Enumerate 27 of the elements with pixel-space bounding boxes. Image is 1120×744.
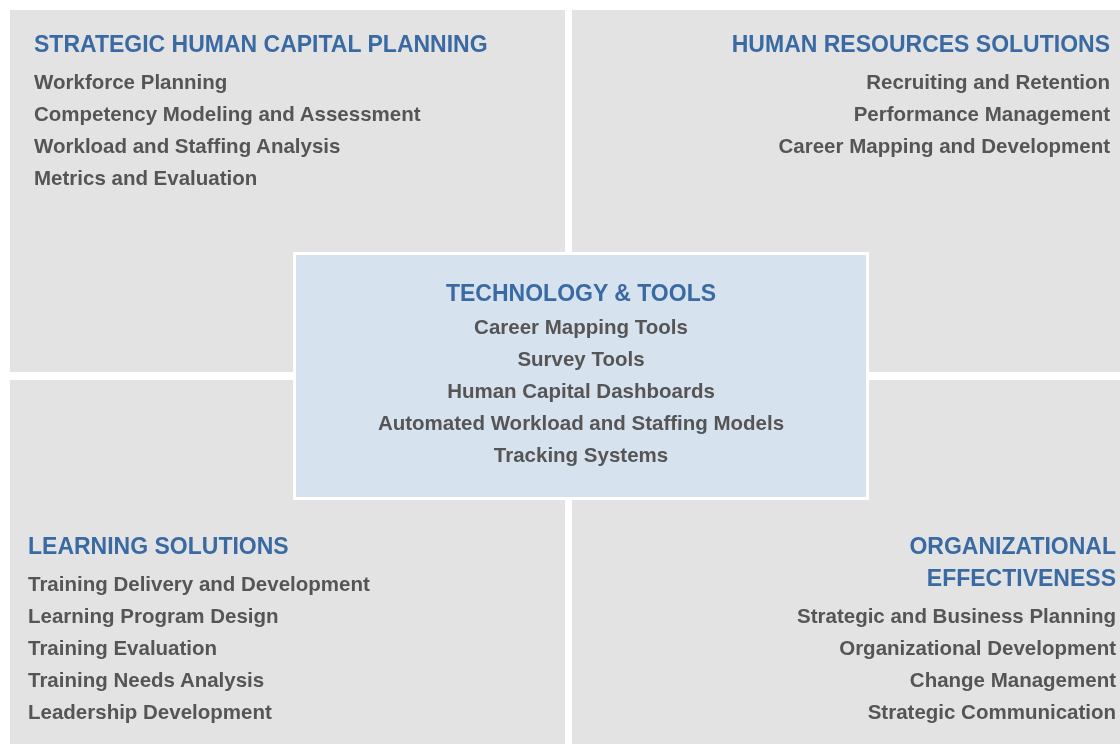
list-item: Workforce Planning	[34, 69, 229, 95]
list-item: Change Management	[909, 667, 1116, 693]
list-item: Strategic and Business Planning	[797, 603, 1116, 629]
list-item: Survey Tools	[517, 346, 645, 372]
list-item: Career Mapping and Development	[778, 133, 1110, 159]
list-item: Organizational Development	[839, 635, 1116, 661]
list-item: Workload and Staffing Analysis	[34, 133, 342, 159]
list-item: Competency Modeling and Assessment	[34, 101, 422, 127]
list-item: Human Capital Dashboards	[447, 378, 715, 404]
list-item: Tracking Systems	[493, 442, 669, 468]
panel-heading: LEARNING SOLUTIONS	[28, 532, 290, 561]
list-item: Strategic Communication	[867, 699, 1116, 725]
list-item: Training Delivery and Development	[28, 571, 371, 597]
list-item: Performance Management	[853, 101, 1110, 127]
list-item: Career Mapping Tools	[474, 314, 688, 340]
list-item: Metrics and Evaluation	[34, 165, 259, 191]
list-item: Leadership Development	[28, 699, 273, 725]
list-item: Learning Program Design	[28, 603, 280, 629]
panel-heading: STRATEGIC HUMAN CAPITAL PLANNING	[34, 30, 489, 59]
panel-heading: HUMAN RESOURCES SOLUTIONS	[731, 30, 1110, 59]
panel-heading: TECHNOLOGY & TOOLS	[445, 279, 717, 308]
panel-heading: ORGANIZATIONAL EFFECTIVENESS	[908, 532, 1116, 593]
list-item: Automated Workload and Staffing Models	[377, 410, 785, 436]
list-item: Training Needs Analysis	[28, 667, 266, 693]
list-item: Recruiting and Retention	[866, 69, 1110, 95]
center-panel	[293, 252, 869, 500]
list-item: Training Evaluation	[28, 635, 219, 661]
